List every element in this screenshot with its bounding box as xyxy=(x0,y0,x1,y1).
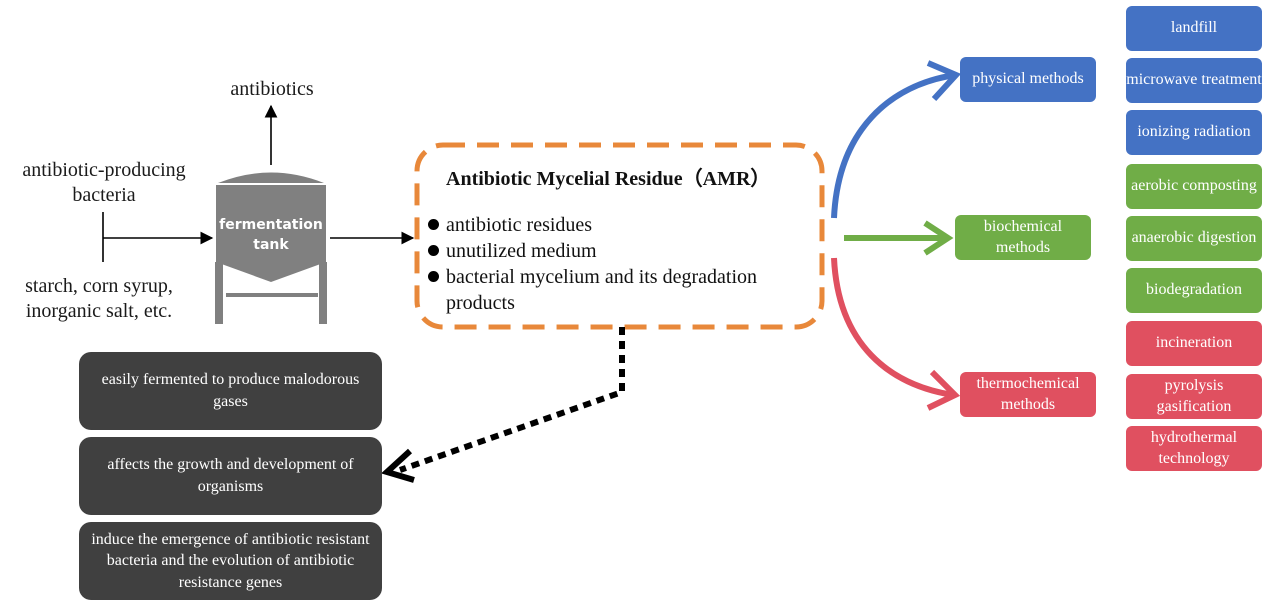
category-physical: physical methods xyxy=(960,57,1096,102)
output-antibiotics-label: antibiotics xyxy=(230,78,314,100)
treatment-biodegradation: biodegradation xyxy=(1126,268,1262,313)
treatment-hydrothermal: hydrothermal technology xyxy=(1126,426,1262,471)
hazard-arrowhead xyxy=(381,448,415,483)
amr-bullet-item: antibiotic residues xyxy=(428,212,813,238)
input-bacteria-label: antibiotic-producing bacteria xyxy=(22,159,186,206)
tank-label-line1: fermentation xyxy=(219,217,323,233)
treatment-incineration: incineration xyxy=(1126,321,1262,366)
category-thermochemical: thermochemical methods xyxy=(960,372,1096,417)
treatment-aerobic: aerobic composting xyxy=(1126,164,1262,209)
hazard-box-organisms: affects the growth and development of or… xyxy=(79,437,382,515)
tank-label-line2: tank xyxy=(253,236,289,253)
treatment-anaerobic: anaerobic digestion xyxy=(1126,216,1262,261)
amr-title: Antibiotic Mycelial Residue（AMR） xyxy=(446,168,771,190)
amr-bullet-list: antibiotic residues unutilized medium ba… xyxy=(428,212,813,316)
bullet-dot xyxy=(428,245,439,256)
category-biochemical: biochemical methods xyxy=(955,215,1091,260)
thermochemical-arrowhead xyxy=(926,369,961,411)
physical-arrowhead xyxy=(926,60,962,102)
fermentation-tank xyxy=(215,172,327,324)
hazard-box-malodorous: easily fermented to produce malodorous g… xyxy=(79,352,382,430)
input-medium-label: starch, corn syrup, inorganic salt, etc. xyxy=(25,275,173,322)
amr-box xyxy=(414,142,825,330)
thermochemical-curve-arrow xyxy=(831,257,954,398)
bullet-dot xyxy=(428,271,439,282)
hazard-box-resistance: induce the emergence of antibiotic resis… xyxy=(79,522,382,600)
amr-bullet-item: bacterial mycelium and its degradation p… xyxy=(428,264,813,316)
treatment-microwave: microwave treatment xyxy=(1126,58,1262,103)
amr-bullet-item: unutilized medium xyxy=(428,238,813,264)
treatment-ionizing: ionizing radiation xyxy=(1126,110,1262,155)
biochemical-arrowhead xyxy=(923,220,954,256)
treatment-pyrolysis: pyrolysis gasification xyxy=(1126,374,1262,419)
treatment-landfill: landfill xyxy=(1126,6,1262,51)
tank-label: fermentation tank xyxy=(216,216,326,255)
hazard-dotted-arrow xyxy=(399,327,625,473)
physical-curve-arrow xyxy=(831,72,956,219)
bullet-dot xyxy=(428,219,439,230)
